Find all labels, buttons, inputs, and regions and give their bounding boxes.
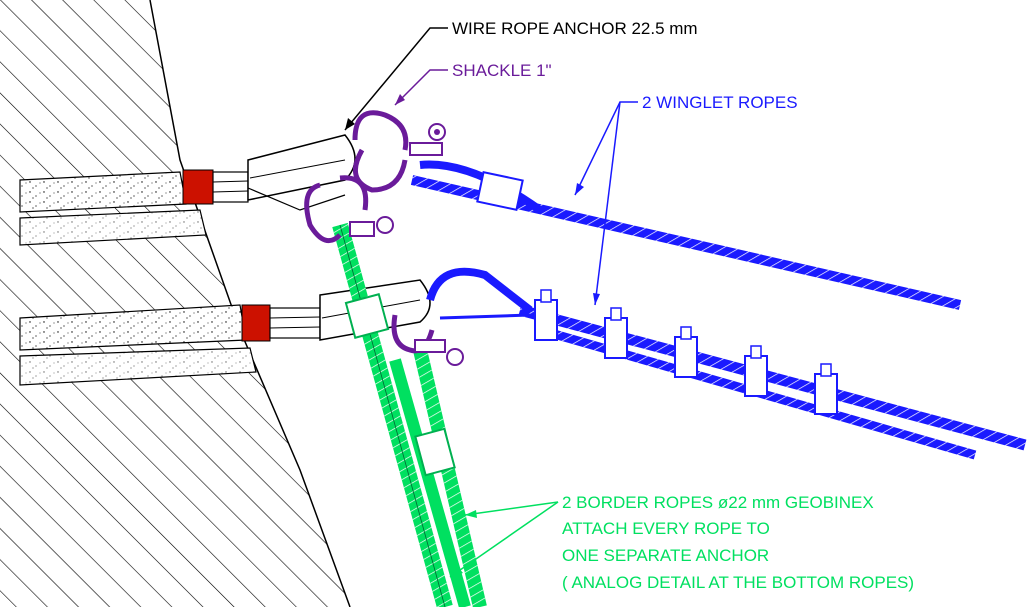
label-border-ropes-2: ATTACH EVERY ROPE TO <box>562 519 770 538</box>
leader-wire-rope-anchor <box>344 27 448 131</box>
shackle-lower <box>391 314 464 366</box>
upper-anchor-bore <box>19 134 356 246</box>
leader-border-ropes <box>449 501 559 578</box>
label-border-ropes-1: 2 BORDER ROPES ø22 mm GEOBINEX <box>562 493 874 512</box>
label-wire-rope-anchor: WIRE ROPE ANCHOR 22.5 mm <box>452 19 698 38</box>
label-border-ropes-3: ONE SEPARATE ANCHOR <box>562 546 769 565</box>
rope-clip <box>534 289 558 341</box>
winglet-ropes <box>410 160 1027 460</box>
upper-anchor-band <box>182 169 214 205</box>
rope-clip <box>674 326 698 378</box>
border-rope-clamp-lower <box>414 427 456 477</box>
rope-clip <box>814 363 838 415</box>
rope-clip <box>604 307 628 359</box>
shackle-upper <box>352 110 446 193</box>
label-shackle: SHACKLE 1" <box>452 61 552 80</box>
label-border-ropes-4: ( ANALOG DETAIL AT THE BOTTOM ROPES) <box>562 573 914 592</box>
shackle-middle <box>304 175 394 244</box>
border-rope-clamp-upper <box>344 292 390 340</box>
border-ropes <box>332 222 487 607</box>
leader-shackle <box>394 69 448 106</box>
lower-anchor-bore <box>19 279 431 386</box>
leader-winglet-ropes <box>574 101 638 306</box>
rock-face <box>0 0 351 607</box>
lower-anchor-band <box>241 304 271 342</box>
label-winglet-ropes: 2 WINGLET ROPES <box>642 93 798 112</box>
rope-clip <box>744 345 768 397</box>
